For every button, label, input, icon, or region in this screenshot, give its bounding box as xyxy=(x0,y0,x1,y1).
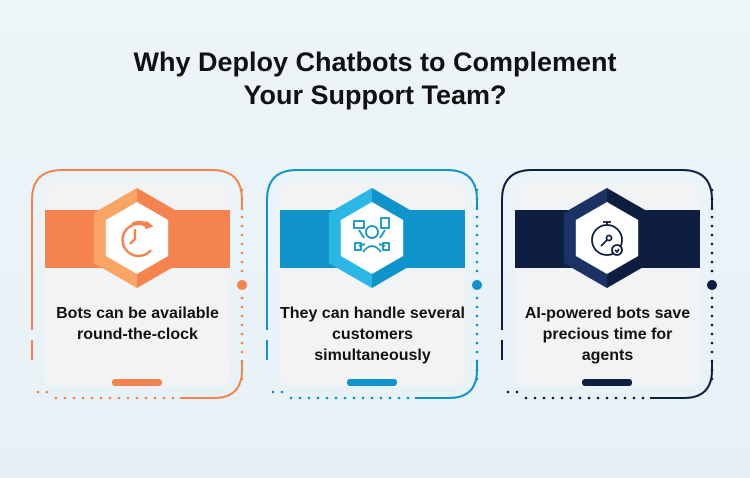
card-frame xyxy=(31,169,243,330)
frame-node xyxy=(707,280,717,290)
stopwatch-icon xyxy=(591,221,623,256)
title-line-2: Your Support Team? xyxy=(243,80,507,110)
frame-node xyxy=(472,280,482,290)
card-text: Bots can be available round-the-clock xyxy=(56,305,219,343)
title-line-1: Why Deploy Chatbots to Complement xyxy=(133,47,617,77)
frame-node xyxy=(237,280,247,290)
card-tab xyxy=(112,379,162,386)
card-graphic xyxy=(31,169,247,400)
card-frame xyxy=(266,169,478,330)
card-graphic xyxy=(501,169,717,400)
card-text: They can handle several customers simult… xyxy=(280,305,465,364)
card-tab xyxy=(582,379,632,386)
card-text: AI-powered bots save precious time for a… xyxy=(524,305,691,364)
card-tab xyxy=(347,379,397,386)
benefit-card-multitasking: They can handle several customers simult… xyxy=(265,0,495,478)
clock-refresh-icon xyxy=(121,220,154,258)
page-title: Why Deploy Chatbots to Complement Your S… xyxy=(0,46,750,112)
card-frame xyxy=(501,169,713,330)
benefit-card-time-saving: AI-powered bots save precious time for a… xyxy=(500,0,730,478)
card-graphic xyxy=(266,169,482,400)
benefit-card-availability: Bots can be available round-the-clock xyxy=(30,0,260,478)
multitasking-agent-icon xyxy=(353,217,390,253)
